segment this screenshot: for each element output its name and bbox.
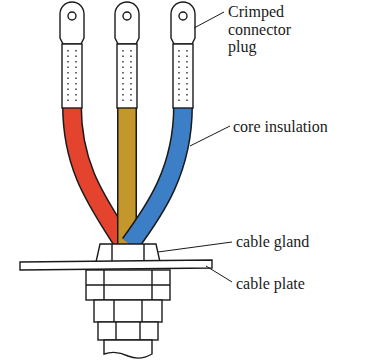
part-label: cable gland xyxy=(236,233,376,251)
part-label: Crimped connector plug xyxy=(228,3,318,56)
part-label: cable plate xyxy=(236,275,376,293)
part-label: core insulation xyxy=(233,118,383,136)
